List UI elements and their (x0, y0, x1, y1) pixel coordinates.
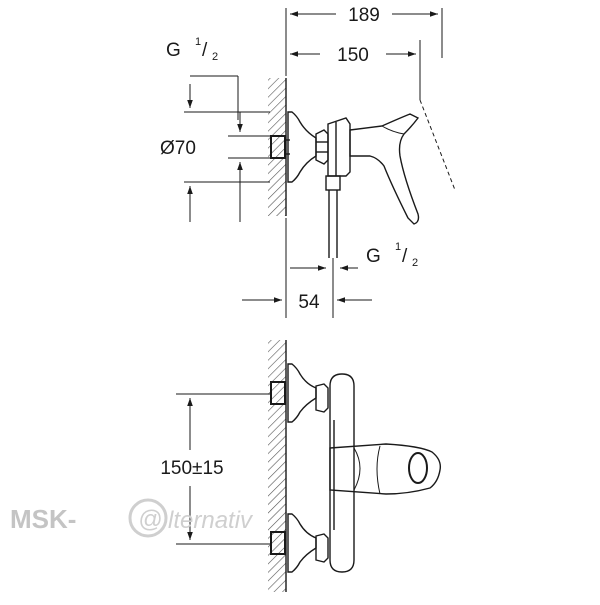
svg-text:@: @ (138, 506, 162, 533)
svg-text:/: / (402, 246, 408, 267)
hex-nut-upper (315, 383, 329, 413)
dim-outlet-thread: G 1 / 2 (366, 241, 418, 269)
lever-handle-front (329, 443, 442, 495)
svg-text:G: G (166, 40, 181, 61)
watermark: MSK- @ lternativ (10, 498, 254, 538)
svg-text:2: 2 (212, 51, 218, 63)
dimension-lines-top (184, 8, 456, 318)
dim-handle-depth: 150 (337, 45, 369, 66)
dim-outlet-offset: 54 (298, 292, 320, 313)
svg-text:2: 2 (412, 257, 418, 269)
hex-nut-top (315, 129, 329, 165)
svg-text:MSK-: MSK- (10, 504, 76, 534)
dimension-lines-bottom (176, 393, 270, 545)
dim-inlet-thread: G 1 / 2 (166, 36, 218, 63)
svg-text:1: 1 (195, 36, 201, 48)
dim-overall-depth: 189 (348, 5, 380, 26)
flange-top (287, 111, 317, 183)
dim-center-distance: 150±15 (160, 458, 223, 479)
svg-text:/: / (202, 40, 208, 61)
valve-body-top (327, 117, 351, 177)
outlet-nut-top (325, 175, 341, 191)
front-view (268, 340, 442, 592)
wall-connector-top (270, 135, 286, 159)
flange-lower (287, 513, 317, 573)
dim-flange-diameter: Ø70 (160, 138, 196, 159)
svg-text:1: 1 (395, 241, 401, 253)
svg-text:lternativ: lternativ (168, 507, 254, 534)
hex-nut-lower (315, 533, 329, 563)
handle-cap (408, 452, 428, 484)
svg-text:G: G (366, 246, 381, 267)
lever-handle-top (349, 113, 420, 225)
wall-connector-upper (270, 381, 286, 405)
flange-upper (287, 363, 317, 423)
side-view (268, 78, 420, 258)
mixer-bar-body (329, 373, 355, 573)
wall-connector-lower (270, 531, 286, 555)
